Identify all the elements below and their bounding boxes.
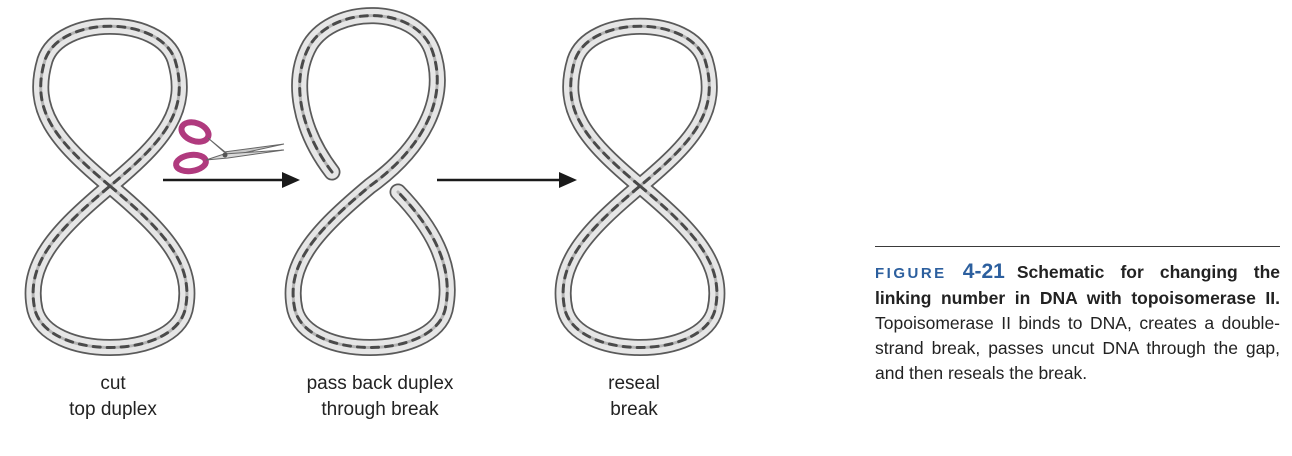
caption-figure-word: FIGURE bbox=[875, 265, 947, 282]
step1-label-line2: top duplex bbox=[69, 399, 157, 420]
caption-divider bbox=[875, 246, 1280, 247]
step2-label-line1: pass back duplex bbox=[307, 373, 454, 394]
step1-label-line1: cut bbox=[100, 373, 126, 394]
step3-label-line1: reseal bbox=[608, 373, 660, 394]
caption-figure-number: 4-21 bbox=[962, 260, 1005, 283]
dna-figure-eight-passing bbox=[284, 7, 456, 356]
step3-label-line2: break bbox=[610, 399, 658, 420]
topoisomerase-figure: cut top duplex pass back duplex through … bbox=[24, 7, 726, 420]
step2-label-line2: through break bbox=[321, 399, 439, 420]
dna-figure-eight-cut bbox=[24, 17, 196, 356]
dna-figure-eight-resealed bbox=[554, 17, 726, 356]
arrow-right-icon bbox=[163, 172, 300, 188]
caption-body: Topoisomerase II binds to DNA, creates a… bbox=[875, 313, 1280, 383]
caption-title: Schematic for changing the linking numbe… bbox=[875, 262, 1280, 308]
arrow-right-icon bbox=[437, 172, 577, 188]
scissors-icon bbox=[173, 119, 285, 175]
